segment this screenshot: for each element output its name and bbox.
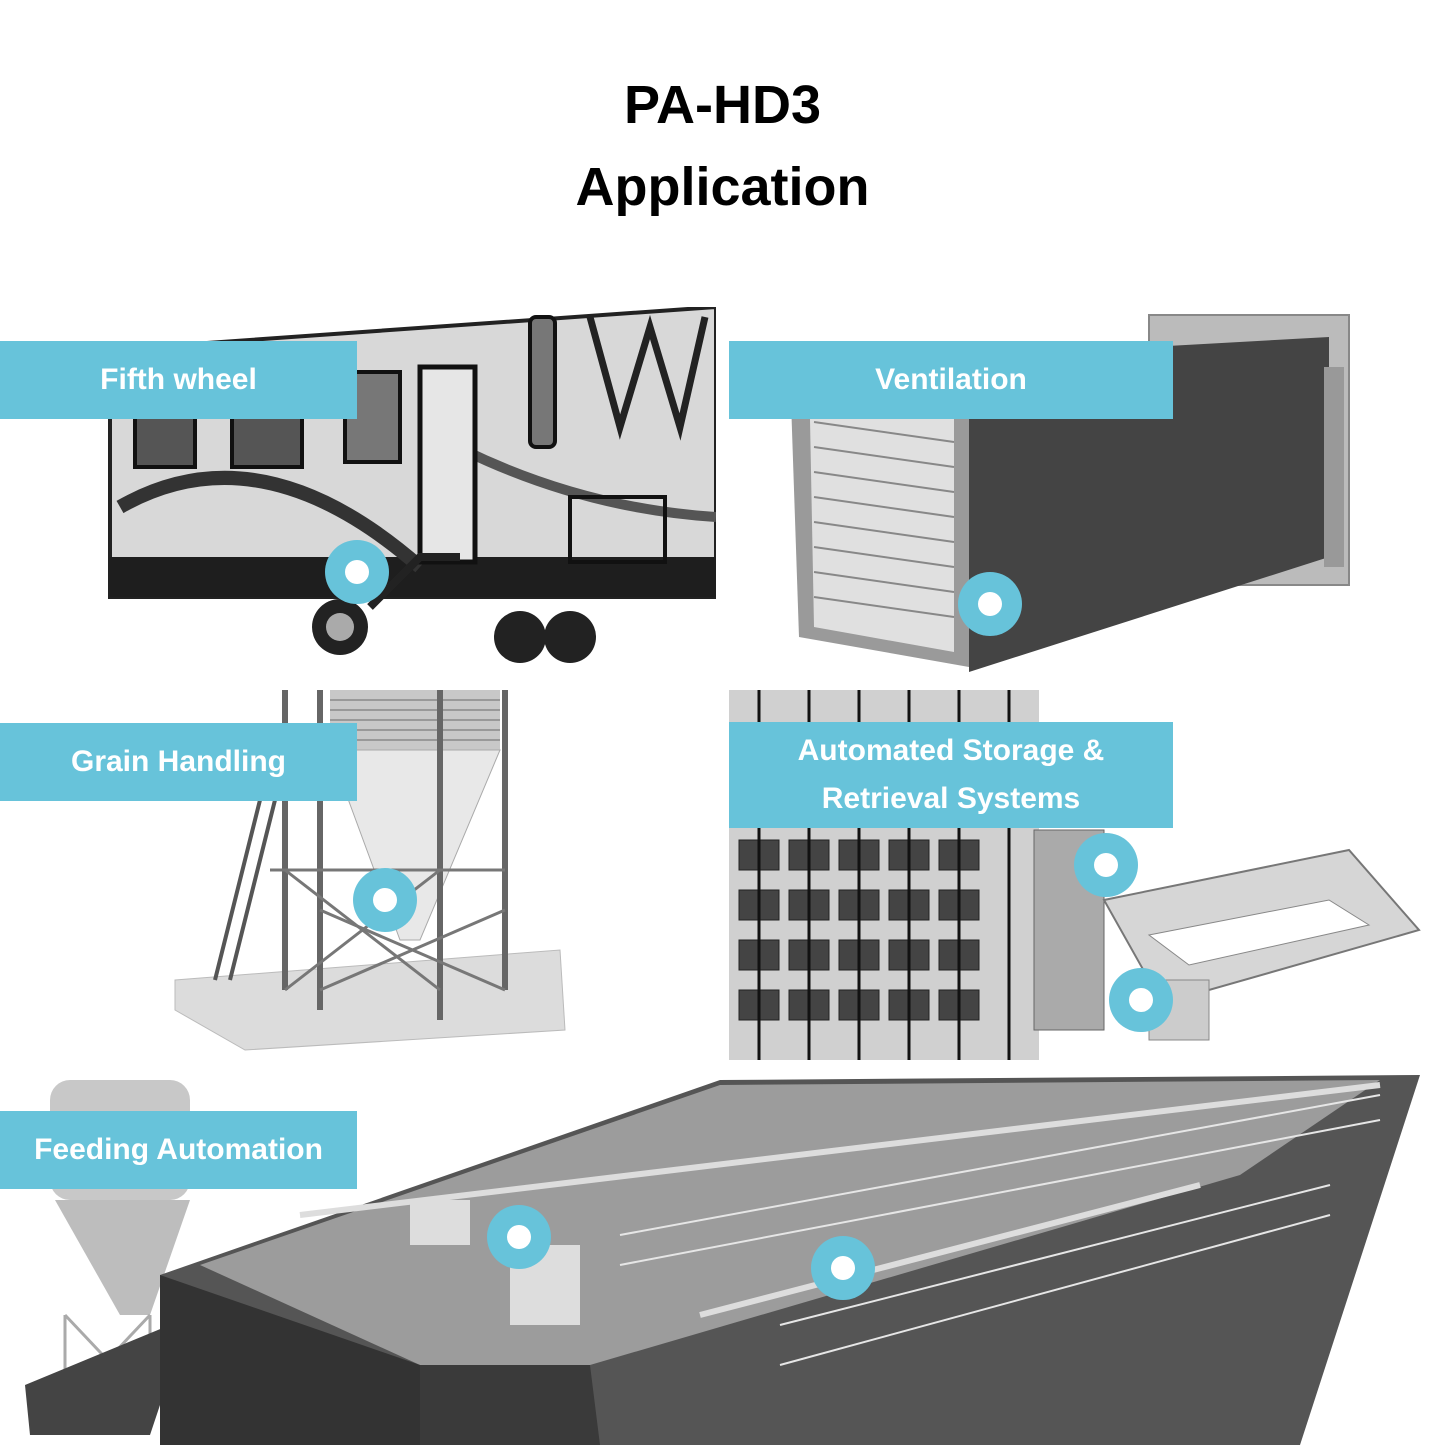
label-asrs: Automated Storage & Retrieval Systems [729, 722, 1173, 828]
application-panel-grain-handling: Grain Handling [0, 690, 716, 1060]
marker-dot [1074, 833, 1138, 897]
marker-dot [1109, 968, 1173, 1032]
marker-dot [325, 540, 389, 604]
rv-trailer-image [0, 307, 716, 677]
label-ventilation: Ventilation [729, 341, 1173, 419]
label-grain-handling: Grain Handling [0, 723, 357, 801]
feeding-barn-image [0, 1075, 1445, 1445]
label-asrs-line2: Retrieval Systems [821, 782, 1081, 815]
marker-dot [958, 572, 1022, 636]
marker-dot [487, 1205, 551, 1269]
label-asrs-line1: Automated Storage & [797, 734, 1105, 767]
page-title-line2: Application [575, 157, 870, 217]
application-panel-asrs: Automated Storage & Retrieval Systems [729, 690, 1445, 1060]
marker-dot [811, 1236, 875, 1300]
page-title-line1: PA-HD3 [623, 75, 821, 135]
marker-dot [353, 868, 417, 932]
application-panel-ventilation: Ventilation [729, 307, 1445, 677]
application-panel-feeding-automation: Feeding Automation [0, 1075, 1445, 1445]
application-panel-fifth-wheel: Fifth wheel [0, 307, 716, 677]
label-feeding-automation: Feeding Automation [0, 1111, 357, 1189]
label-fifth-wheel: Fifth wheel [0, 341, 357, 419]
